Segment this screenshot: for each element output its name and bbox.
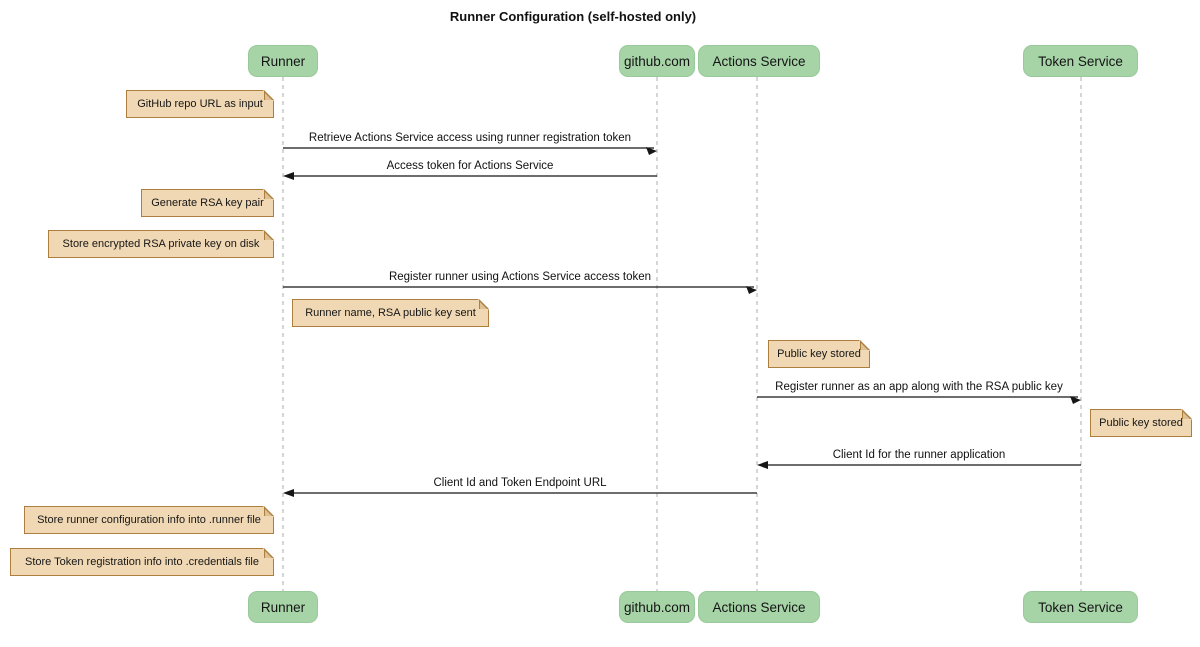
message-arrows [283,147,1081,497]
arrow-retrieve-actions-access [283,147,657,155]
actor-top-github: github.com [619,45,695,77]
actor-top-actions-service: Actions Service [698,45,820,77]
arrow-client-id [757,461,1081,469]
note-text: Public key stored [1099,417,1183,429]
note-github-repo-url: GitHub repo URL as input [126,90,274,118]
note-fold-icon [264,548,274,558]
diagram-title: Runner Configuration (self-hosted only) [449,9,697,24]
lifelines [282,77,1082,591]
actor-bottom-runner: Runner [248,591,318,623]
arrow-register-app [757,396,1081,404]
note-generate-rsa: Generate RSA key pair [141,189,274,217]
note-fold-icon [860,340,870,350]
note-runner-name-sent: Runner name, RSA public key sent [292,299,489,327]
arrow-register-runner [283,286,757,294]
actor-bottom-github: github.com [619,591,695,623]
note-fold-icon [264,230,274,240]
actor-bottom-token-service: Token Service [1023,591,1138,623]
message-label-retrieve-actions-access: Retrieve Actions Service access using ru… [308,132,632,144]
note-text: GitHub repo URL as input [137,98,263,110]
note-fold-icon [264,506,274,516]
note-text: Store Token registration info into .cred… [25,556,259,568]
message-label-access-token: Access token for Actions Service [386,160,554,172]
note-store-runner-file: Store runner configuration info into .ru… [24,506,274,534]
note-fold-icon [264,189,274,199]
arrow-client-id-endpoint [283,489,757,497]
note-fold-icon [264,90,274,100]
note-store-private-key: Store encrypted RSA private key on disk [48,230,274,258]
note-fold-icon [479,299,489,309]
actor-top-runner: Runner [248,45,318,77]
message-label-register-app: Register runner as an app along with the… [775,381,1063,393]
note-text: Public key stored [777,348,861,360]
message-label-register-runner: Register runner using Actions Service ac… [388,271,652,283]
note-text: Generate RSA key pair [151,197,264,209]
note-public-key-stored-actions: Public key stored [768,340,870,368]
message-label-client-id-endpoint: Client Id and Token Endpoint URL [433,477,607,489]
note-text: Store encrypted RSA private key on disk [62,238,260,250]
note-store-credentials-file: Store Token registration info into .cred… [10,548,274,576]
actor-top-token-service: Token Service [1023,45,1138,77]
note-text: Runner name, RSA public key sent [305,307,476,319]
note-public-key-stored-token: Public key stored [1090,409,1192,437]
message-label-client-id: Client Id for the runner application [832,449,1006,461]
note-text: Store runner configuration info into .ru… [37,514,261,526]
note-fold-icon [1182,409,1192,419]
actor-bottom-actions-service: Actions Service [698,591,820,623]
arrow-access-token [283,172,657,180]
